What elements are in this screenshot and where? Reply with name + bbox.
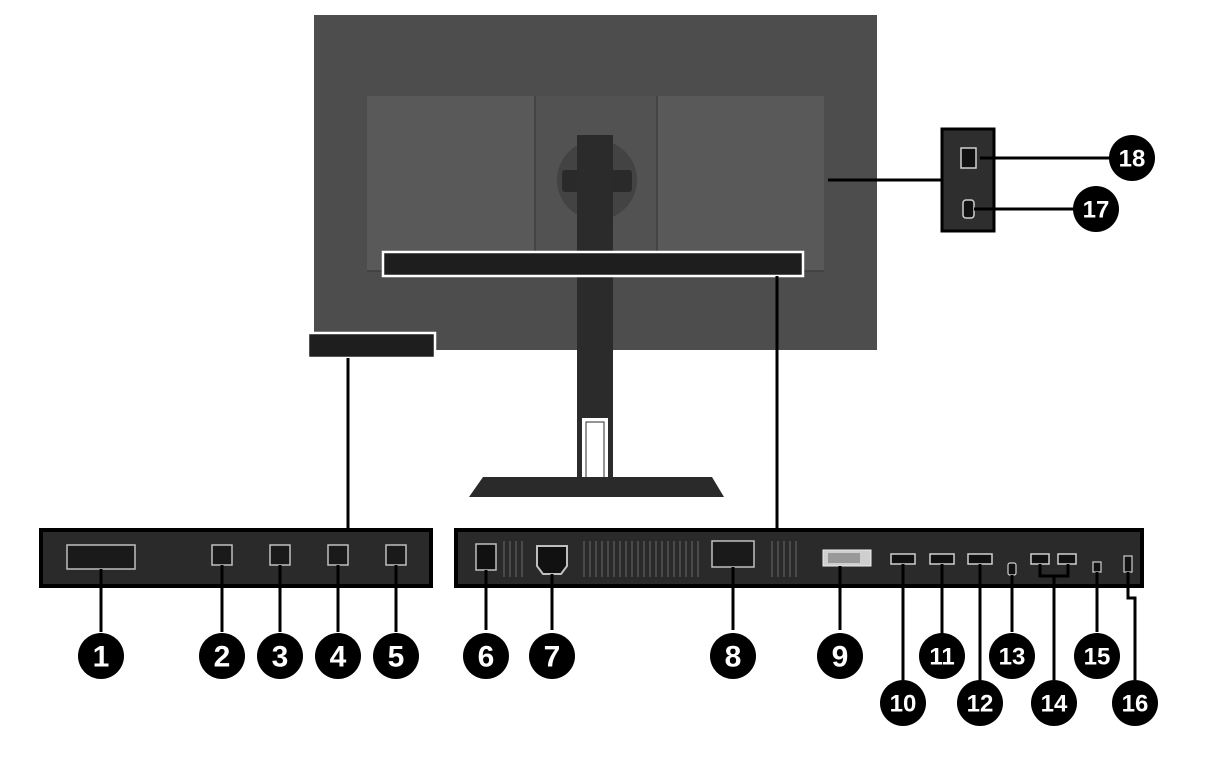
usb-a-port-1	[1030, 553, 1050, 565]
callout-13-label: 13	[999, 644, 1026, 671]
minus-button	[269, 544, 291, 566]
callout-16: 16	[1112, 680, 1158, 726]
audio-jack	[1092, 561, 1102, 573]
power-switch	[475, 543, 497, 571]
bottom-ports-detail	[454, 528, 1144, 680]
plus-button	[327, 544, 349, 566]
callout-8: 8	[710, 633, 756, 679]
callout-13: 13	[989, 633, 1035, 679]
stand-release-latch	[711, 540, 755, 568]
vent-grille-left	[503, 541, 523, 577]
callout-4-label: 4	[330, 641, 347, 674]
callout-14-label: 14	[1041, 691, 1068, 718]
callout-12: 12	[957, 680, 1003, 726]
vent-grille-right	[771, 541, 797, 577]
front-controls-highlight	[306, 331, 437, 360]
side-usb-c-port	[962, 199, 975, 219]
callout-1: 1	[78, 633, 124, 679]
callout-15-label: 15	[1084, 644, 1111, 671]
callout-6-label: 6	[478, 641, 495, 674]
callout-4: 4	[315, 633, 361, 679]
callout-6: 6	[463, 633, 509, 679]
bottom-port-strip-highlight	[381, 250, 805, 278]
displayport-in	[929, 553, 955, 565]
stand-column-slot-inner	[585, 421, 605, 483]
vent-grille-middle	[583, 541, 699, 577]
callout-14: 14	[1031, 680, 1077, 726]
side-usb-area-highlight	[940, 127, 996, 233]
callout-9: 9	[817, 633, 863, 679]
callout-18: 18	[1109, 135, 1155, 181]
stand-base	[469, 477, 724, 497]
callout-1-label: 1	[93, 641, 110, 674]
callout-badges: 1 2 3 4 5 6 7 8 9 10 11 12 13 14 15 16 1…	[78, 135, 1158, 726]
usb-c-port	[1007, 562, 1017, 576]
callout-8-label: 8	[725, 641, 742, 674]
callout-9-label: 9	[832, 641, 849, 674]
callout-2-label: 2	[214, 641, 231, 674]
rear-panel-left	[367, 96, 535, 271]
input-button	[385, 544, 407, 566]
callout-7-label: 7	[544, 641, 561, 674]
callout-5-label: 5	[388, 641, 405, 674]
callout-15: 15	[1074, 633, 1120, 679]
callout-3-label: 3	[272, 641, 289, 674]
dvi-port-pins	[828, 553, 860, 563]
ac-power-connector	[536, 545, 568, 575]
callout-2: 2	[199, 633, 245, 679]
security-slot	[1123, 555, 1133, 573]
stand	[469, 350, 724, 497]
callout-10: 10	[880, 680, 926, 726]
callout-16-label: 16	[1122, 691, 1149, 718]
callout-3: 3	[257, 633, 303, 679]
front-controls-detail	[39, 528, 433, 632]
callout-5: 5	[373, 633, 419, 679]
callout-12-label: 12	[967, 691, 994, 718]
rear-panel-right	[657, 96, 824, 271]
menu-button	[211, 544, 233, 566]
callout-10-label: 10	[890, 691, 917, 718]
power-button	[66, 544, 136, 570]
usb-a-port-2	[1057, 553, 1077, 565]
callout-17: 17	[1073, 186, 1119, 232]
bottom-ports-strip	[454, 528, 1144, 588]
callout-17-label: 17	[1083, 197, 1110, 224]
leader-lines	[346, 156, 1110, 530]
monitor-back	[306, 15, 996, 360]
callout-18-label: 18	[1119, 146, 1146, 173]
callout-7: 7	[529, 633, 575, 679]
hdmi-port	[890, 553, 916, 565]
displayport-out	[967, 553, 993, 565]
stand-neck	[577, 135, 613, 350]
side-usb-a-port	[960, 147, 977, 169]
callout-11: 11	[919, 633, 965, 679]
callout-11-label: 11	[929, 644, 954, 671]
